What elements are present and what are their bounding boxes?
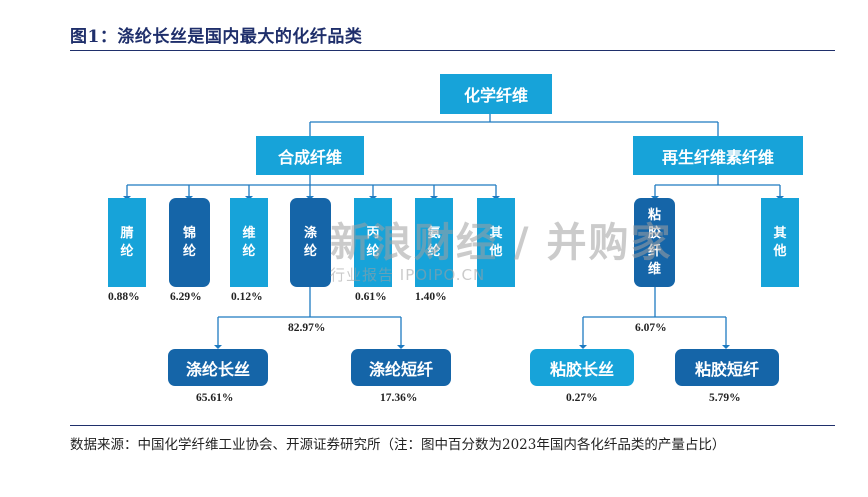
node-regenerated-cellulose: 再生纤维素纤维 [633, 136, 803, 175]
node-polyester-staple: 涤纶短纤 [351, 349, 451, 386]
node-regenerated-other-label: 其他 [773, 225, 787, 259]
pct-nylon: 6.29% [170, 291, 202, 303]
pct-acrylic: 0.88% [108, 291, 140, 303]
pct-viscose-staple: 5.79% [709, 392, 741, 404]
pct-polyester-filament: 65.61% [196, 392, 234, 404]
source-note: 数据来源：中国化学纤维工业协会、开源证券研究所（注：图中百分数为2023年国内各… [70, 437, 726, 453]
title-rule [70, 50, 835, 51]
figure-title: 图1：涤纶长丝是国内最大的化纤品类 [70, 27, 363, 47]
watermark-main: 新浪财经 / 并购家 [330, 220, 673, 266]
node-nylon: 锦纶 [169, 198, 210, 287]
node-spandex-label: 氨纶 [427, 225, 441, 259]
node-polypropylene-label: 丙纶 [366, 225, 380, 259]
node-viscose-fiber-label: 粘胶纤维 [647, 207, 661, 277]
node-acrylic: 腈纶 [108, 198, 146, 287]
node-viscose-staple: 粘胶短纤 [675, 349, 779, 386]
node-spandex: 氨纶 [415, 198, 453, 287]
pct-vinylon: 0.12% [231, 291, 263, 303]
note-rule [70, 425, 835, 426]
node-polyester-filament: 涤纶长丝 [168, 349, 268, 386]
node-synthetic-fiber: 合成纤维 [256, 136, 364, 175]
node-synthetic-other: 其他 [477, 198, 515, 287]
node-acrylic-label: 腈纶 [120, 225, 134, 259]
node-polyester: 涤纶 [290, 198, 331, 287]
pct-viscose-filament: 0.27% [566, 392, 598, 404]
node-chemical-fiber: 化学纤维 [440, 74, 552, 114]
node-regenerated-other: 其他 [761, 198, 799, 287]
node-polypropylene: 丙纶 [354, 198, 392, 287]
pct-spandex: 1.40% [415, 291, 447, 303]
node-vinylon-label: 维纶 [242, 225, 256, 259]
node-viscose-filament: 粘胶长丝 [530, 349, 634, 386]
pct-polyester-staple: 17.36% [380, 392, 418, 404]
watermark-sub: 行业报告 IPOIPO.CN [330, 266, 486, 284]
watermark: 新浪财经 / 并购家 行业报告 IPOIPO.CN [330, 210, 672, 285]
node-vinylon: 维纶 [230, 198, 268, 287]
pct-polypropylene: 0.61% [355, 291, 387, 303]
node-synthetic-other-label: 其他 [489, 225, 503, 259]
pct-polyester: 82.97% [288, 322, 326, 334]
node-viscose-fiber: 粘胶纤维 [634, 198, 675, 287]
node-polyester-label: 涤纶 [303, 225, 317, 259]
node-nylon-label: 锦纶 [182, 225, 196, 259]
pct-viscose-fiber: 6.07% [635, 322, 667, 334]
